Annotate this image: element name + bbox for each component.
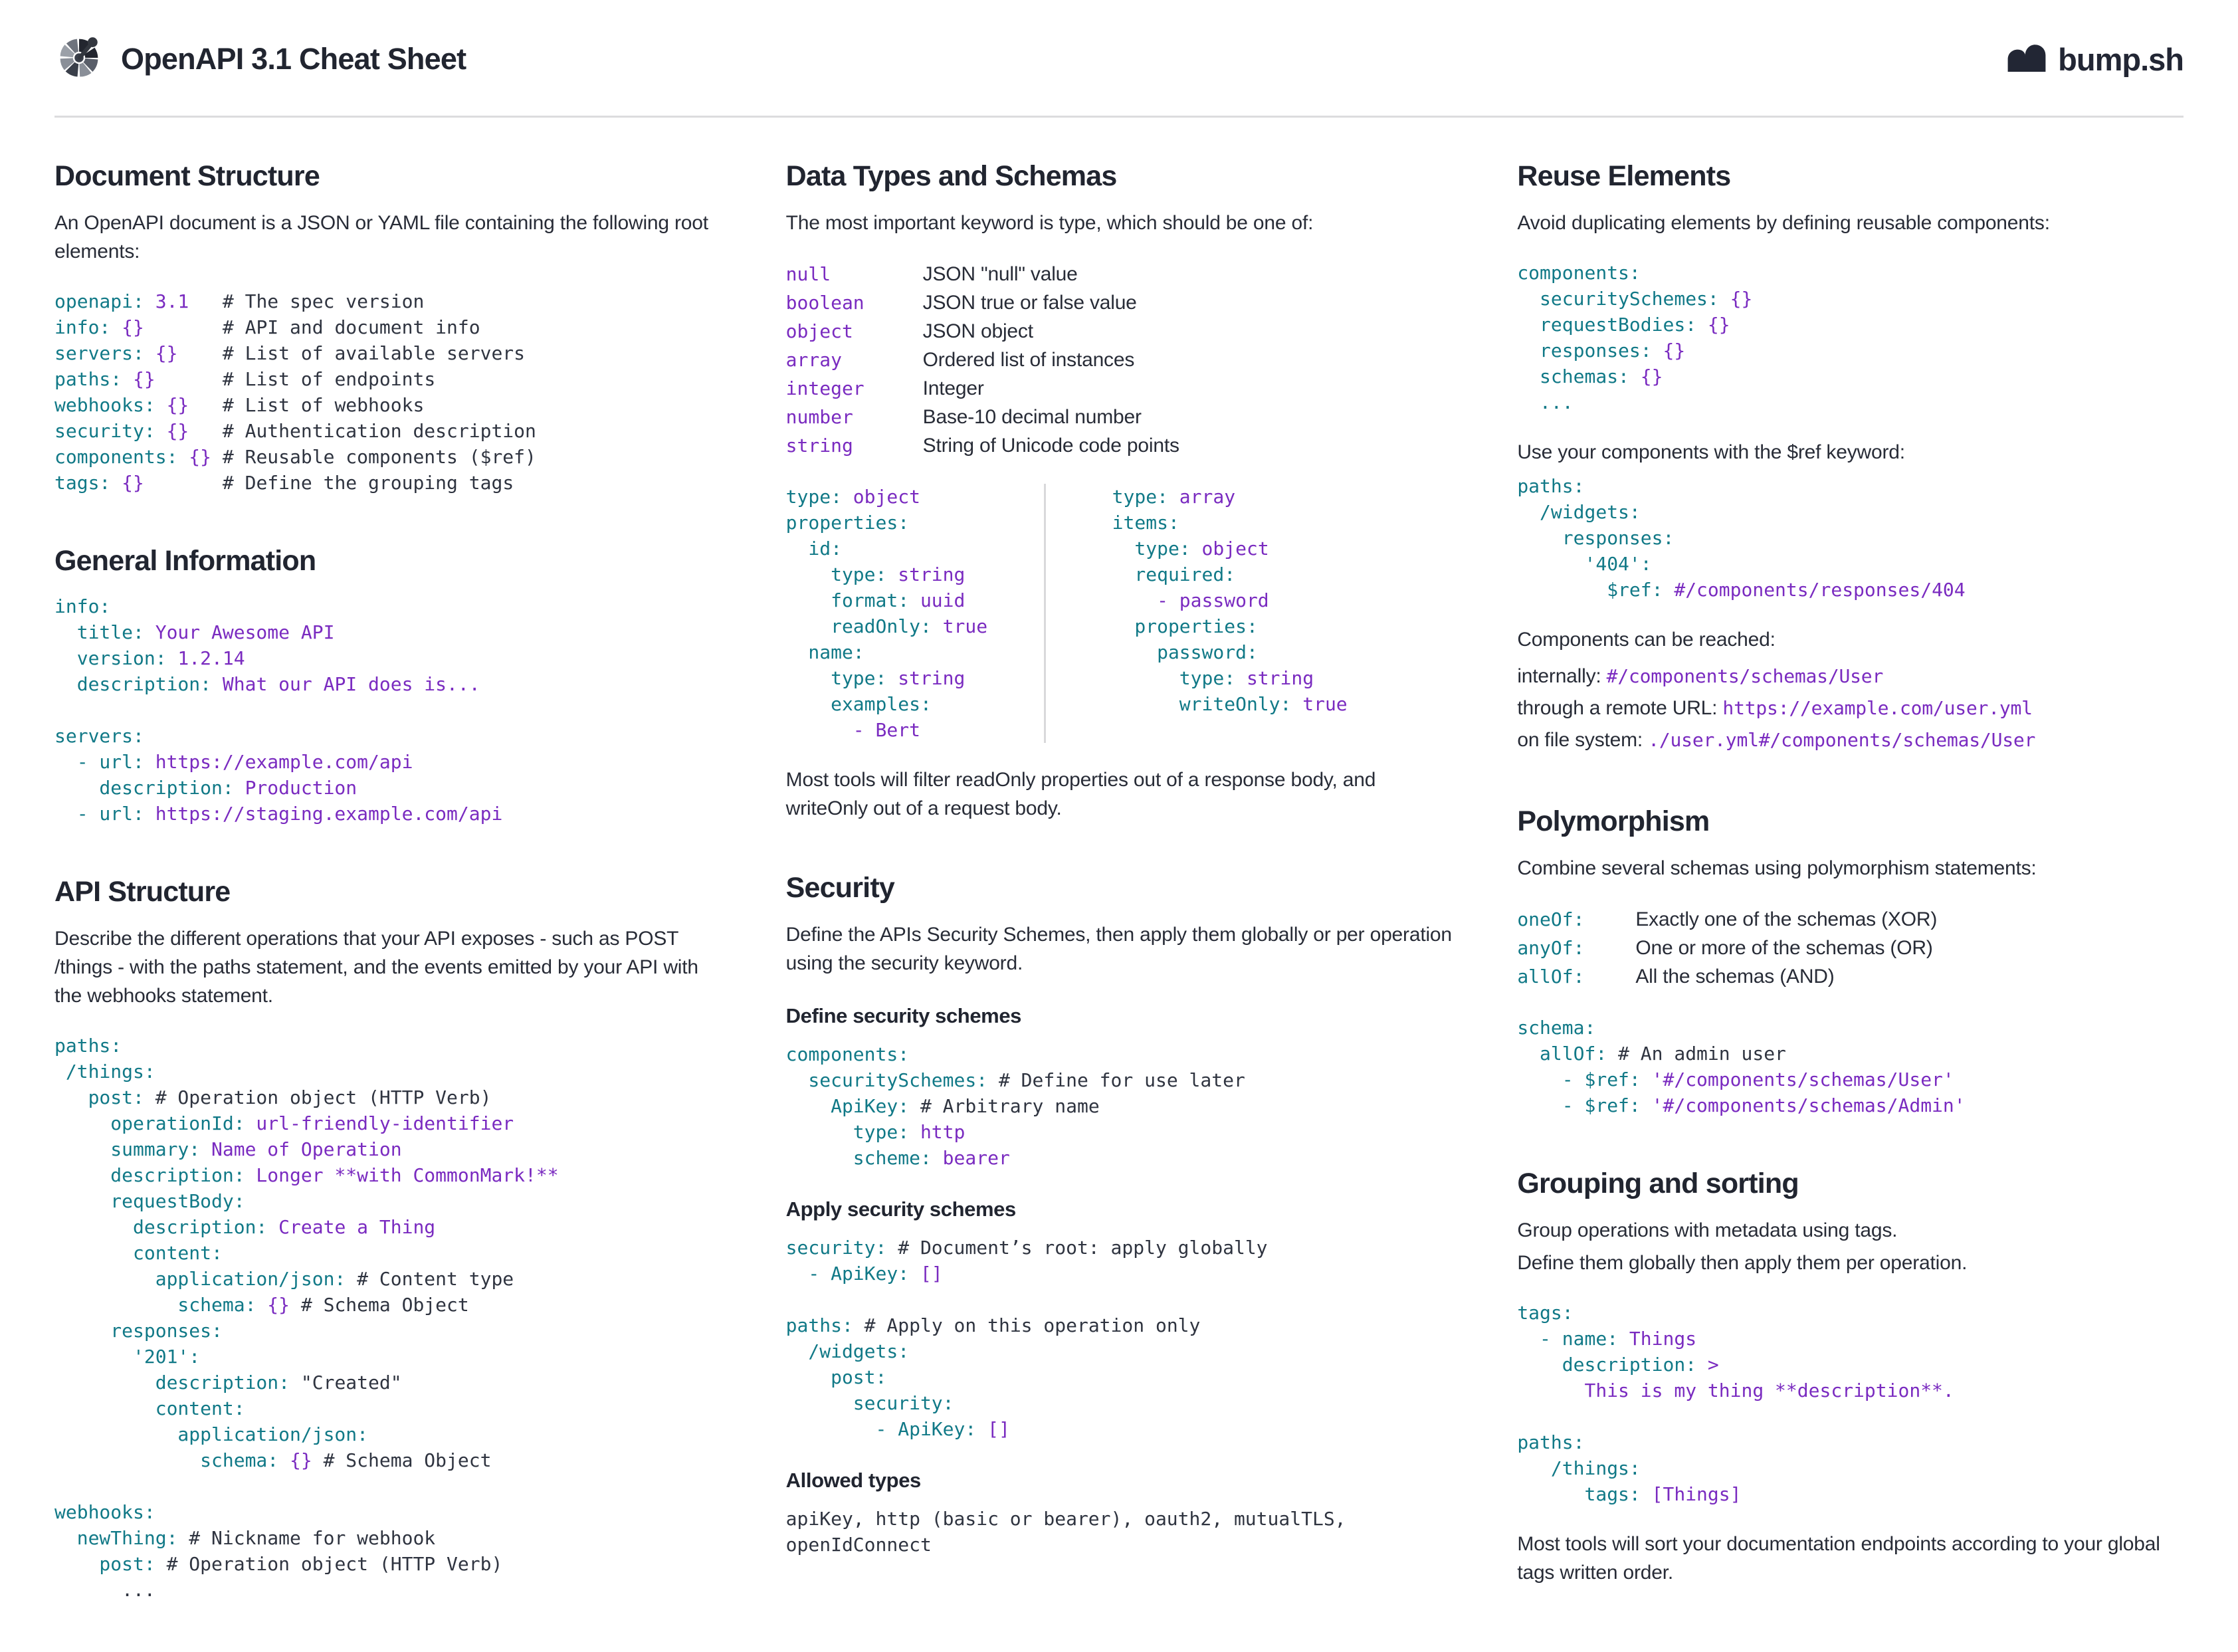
section-security: Security Define the APIs Security Scheme… <box>786 872 1453 1558</box>
brand-name: bump.sh <box>2058 41 2184 77</box>
subheading-allowed-types: Allowed types <box>785 1469 922 1492</box>
section-heading: Grouping and sorting <box>1517 1168 1799 1199</box>
section-heading: Security <box>785 872 895 904</box>
header-left: OpenAPI 3.1 Cheat Sheet <box>54 33 466 86</box>
code-block-paths-webhooks: paths: /things: post: # Operation object… <box>54 1035 559 1601</box>
section-grouping-sorting: Grouping and sorting Group operations wi… <box>1517 1168 2184 1587</box>
code-block-info-servers: info: title: Your Awesome API version: 1… <box>54 595 503 825</box>
subheading-apply-security: Apply security schemes <box>785 1197 1017 1221</box>
header-brand: bump.sh <box>2006 41 2184 78</box>
section-heading: General Information <box>54 545 316 577</box>
section-intro: Describe the different operations that y… <box>54 928 698 1007</box>
column-3: Reuse Elements Avoid duplicating element… <box>1517 160 2184 1652</box>
openapi-logo-icon <box>54 33 104 86</box>
reach-row: on file system: ./user.yml#/components/s… <box>1517 729 2036 751</box>
section-heading: Polymorphism <box>1517 805 1710 837</box>
subheading-define-security: Define security schemes <box>785 1004 1022 1027</box>
poly-list: oneOf:Exactly one of the schemas (XOR) a… <box>1517 905 2184 991</box>
sorting-note: Most tools will sort your documentation … <box>1517 1533 2160 1584</box>
ref-intro: Use your components with the $ref keywor… <box>1517 441 1905 463</box>
code-block-apply-security: security: # Document’s root: apply globa… <box>785 1237 1268 1440</box>
section-intro: Define the APIs Security Schemes, then a… <box>785 924 1452 974</box>
section-heading: API Structure <box>54 876 231 908</box>
section-intro-line1: Group operations with metadata using tag… <box>1517 1219 1898 1241</box>
section-heading: Data Types and Schemas <box>785 160 1118 192</box>
code-block-allof: schema: allOf: # An admin user - $ref: '… <box>1517 1017 1966 1116</box>
section-document-structure: Document Structure An OpenAPI document i… <box>54 160 721 496</box>
reach-intro: Components can be reached: <box>1517 629 1776 651</box>
section-intro-line2: Define them globally then apply them per… <box>1517 1252 1968 1274</box>
poly-row: anyOf:One or more of the schemas (OR) <box>1517 937 1933 959</box>
section-reuse-elements: Reuse Elements Avoid duplicating element… <box>1517 160 2184 756</box>
column-2: Data Types and Schemas The most importan… <box>786 160 1453 1652</box>
content-grid: Document Structure An OpenAPI document i… <box>54 160 2184 1652</box>
section-heading: Reuse Elements <box>1517 160 1731 192</box>
section-data-types: Data Types and Schemas The most importan… <box>786 160 1453 823</box>
header-divider <box>54 116 2184 118</box>
code-block-ref-usage: paths: /widgets: responses: '404': $ref:… <box>1517 475 1966 601</box>
page-title: OpenAPI 3.1 Cheat Sheet <box>121 42 466 76</box>
section-intro: An OpenAPI document is a JSON or YAML fi… <box>54 212 708 262</box>
code-block-components: components: securitySchemes: {} requestB… <box>1517 262 1753 413</box>
section-heading: Document Structure <box>54 160 320 192</box>
code-block-tags: tags: - name: Things description: > This… <box>1517 1302 1954 1505</box>
section-api-structure: API Structure Describe the different ope… <box>54 876 721 1603</box>
code-block-allowed-types: apiKey, http (basic or bearer), oauth2, … <box>785 1508 1346 1556</box>
reach-row: through a remote URL: https://example.co… <box>1517 697 2033 719</box>
reach-row: internally: #/components/schemas/User <box>1517 665 1884 687</box>
code-block-define-security: components: securitySchemes: # Define fo… <box>785 1043 1245 1169</box>
section-intro: Combine several schemas using polymorphi… <box>1517 857 2037 879</box>
section-intro: The most important keyword is type, whic… <box>785 212 1314 234</box>
poly-row: allOf:All the schemas (AND) <box>1517 966 1835 987</box>
section-general-information: General Information info: title: Your Aw… <box>54 545 721 827</box>
column-1: Document Structure An OpenAPI document i… <box>54 160 721 1652</box>
reach-list: internally: #/components/schemas/User th… <box>1517 661 2184 756</box>
header: OpenAPI 3.1 Cheat Sheet bump.sh <box>54 0 2184 92</box>
poly-row: oneOf:Exactly one of the schemas (XOR) <box>1517 908 1938 930</box>
bump-logo-icon <box>2006 44 2047 75</box>
section-polymorphism: Polymorphism Combine several schemas usi… <box>1517 805 2184 1118</box>
readonly-note: Most tools will filter readOnly properti… <box>785 769 1376 819</box>
section-intro: Avoid duplicating elements by defining r… <box>1517 212 2050 234</box>
